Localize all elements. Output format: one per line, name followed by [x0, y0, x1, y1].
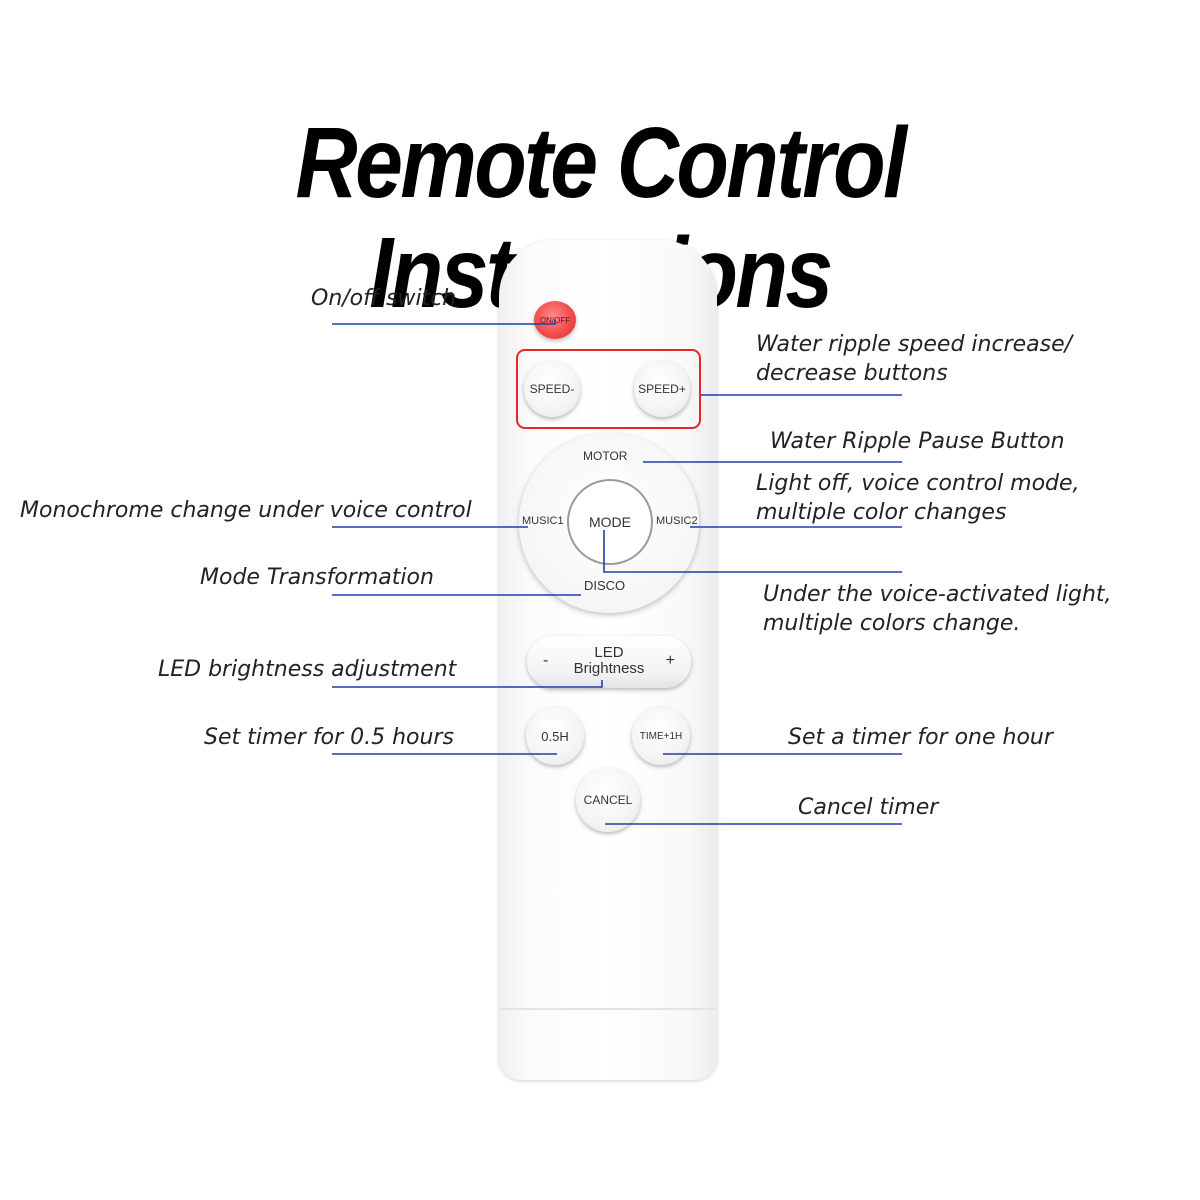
- label-music2: Light off, voice control mode, multiple …: [756, 471, 1080, 525]
- motor-button[interactable]: MOTOR: [583, 449, 628, 463]
- half-hour-timer-button[interactable]: 0.5H: [526, 707, 584, 765]
- music2-button[interactable]: MUSIC2: [656, 515, 698, 527]
- speed-plus-button[interactable]: SPEED+: [634, 361, 690, 417]
- label-motor: Water Ripple Pause Button: [770, 429, 1065, 454]
- label-disco: Mode Transformation: [200, 565, 434, 590]
- battery-cover-seam: [499, 1008, 717, 1010]
- label-cancel: Cancel timer: [798, 795, 939, 820]
- label-mode: Under the voice-activated light, multipl…: [763, 582, 1112, 636]
- led-brightness-plus[interactable]: +: [665, 652, 675, 669]
- led-brightness-minus[interactable]: -: [543, 652, 549, 669]
- label-speed: Water ripple speed increase/ decrease bu…: [756, 332, 1073, 386]
- disco-button[interactable]: DISCO: [584, 578, 626, 593]
- label-onoff: On/off switch: [311, 286, 457, 311]
- label-music1: Monochrome change under voice control: [20, 498, 472, 523]
- music1-button[interactable]: MUSIC1: [522, 515, 564, 527]
- led-brightness-button[interactable]: - LED Brightness +: [527, 636, 691, 688]
- label-led: LED brightness adjustment: [158, 657, 457, 682]
- speed-minus-button[interactable]: SPEED-: [524, 361, 580, 417]
- mode-button[interactable]: MODE: [567, 479, 653, 565]
- one-hour-timer-button[interactable]: TIME+1H: [632, 707, 690, 765]
- led-label-line1: LED: [594, 644, 624, 661]
- led-brightness-label: LED Brightness: [527, 645, 691, 677]
- label-time-plus: Set a timer for one hour: [788, 725, 1053, 750]
- on-off-button[interactable]: ON/OFF: [534, 301, 576, 339]
- led-label-line2: Brightness: [573, 660, 645, 677]
- speed-buttons-highlight: [516, 349, 701, 429]
- cancel-timer-button[interactable]: CANCEL: [576, 768, 640, 832]
- label-half-hour: Set timer for 0.5 hours: [204, 725, 454, 750]
